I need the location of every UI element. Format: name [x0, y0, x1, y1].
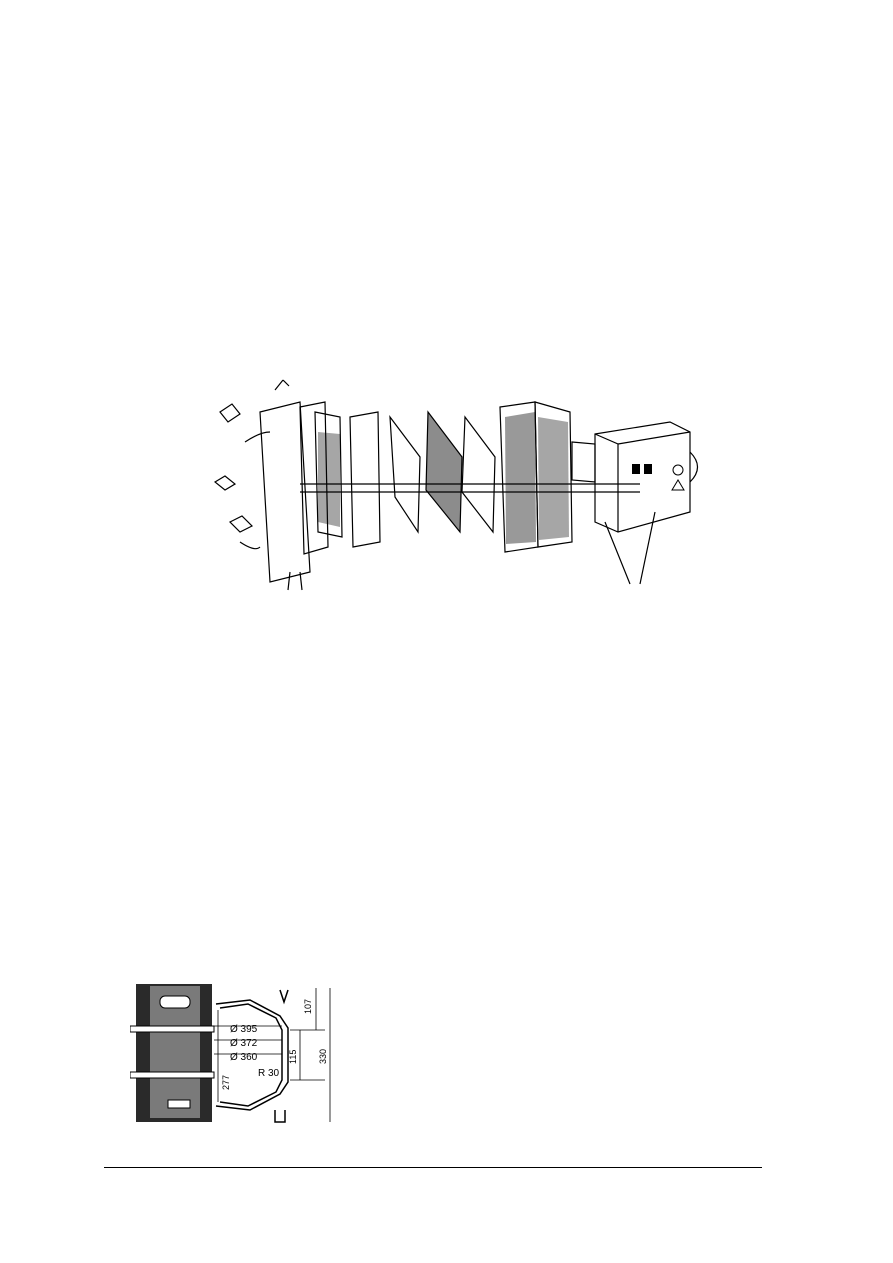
- dim-277: 277: [221, 1075, 231, 1090]
- dim-d372: Ø 372: [230, 1038, 258, 1049]
- dim-d395: Ø 395: [230, 1024, 258, 1035]
- dim-r30: R 30: [258, 1068, 280, 1079]
- keg-cross-section-drawing: Ø 395 Ø 372 Ø 360 R 30 277 107 115 330: [129, 984, 331, 1123]
- filter-press-figure: [200, 372, 720, 600]
- filter-press-drawing: [213, 379, 699, 591]
- dim-107: 107: [303, 999, 313, 1014]
- dim-330: 330: [318, 1049, 328, 1064]
- footer-rule: [104, 1167, 762, 1168]
- dim-d360: Ø 360: [230, 1052, 258, 1063]
- dim-115: 115: [288, 1050, 298, 1064]
- keg-cross-section-figure: Ø 395 Ø 372 Ø 360 R 30 277 107 115 330: [129, 982, 338, 1124]
